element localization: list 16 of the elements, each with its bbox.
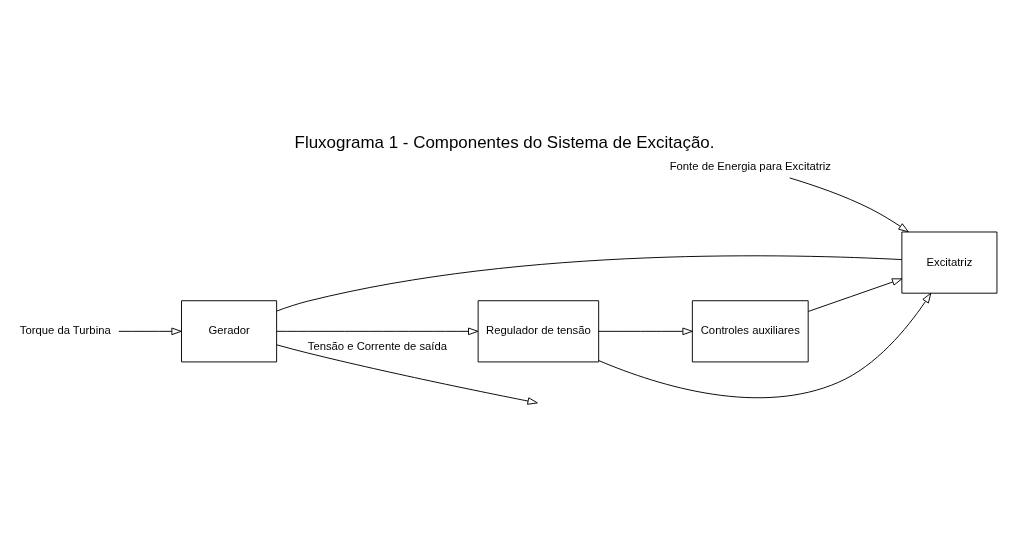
diagram-title: Fluxograma 1 - Componentes do Sistema de Excitação. [294,133,715,153]
connector [276,255,903,312]
node-text: Torque da Turbina [19,324,111,337]
arrow [118,327,182,336]
node-box: Excitatriz [901,231,998,294]
arrow [598,327,693,336]
arrow [276,327,479,336]
arrow [598,292,932,399]
node-box: Regulador de tensão [477,300,600,363]
arrow [807,278,903,312]
edge-label: Tensão e Corrente de saída [307,339,447,352]
arrow [276,344,538,405]
node-text: Fonte de Energia para Excitatriz [669,160,831,173]
node-box: Controles auxiliares [691,300,809,363]
arrow [789,177,909,233]
node-box: Gerador [181,300,278,363]
